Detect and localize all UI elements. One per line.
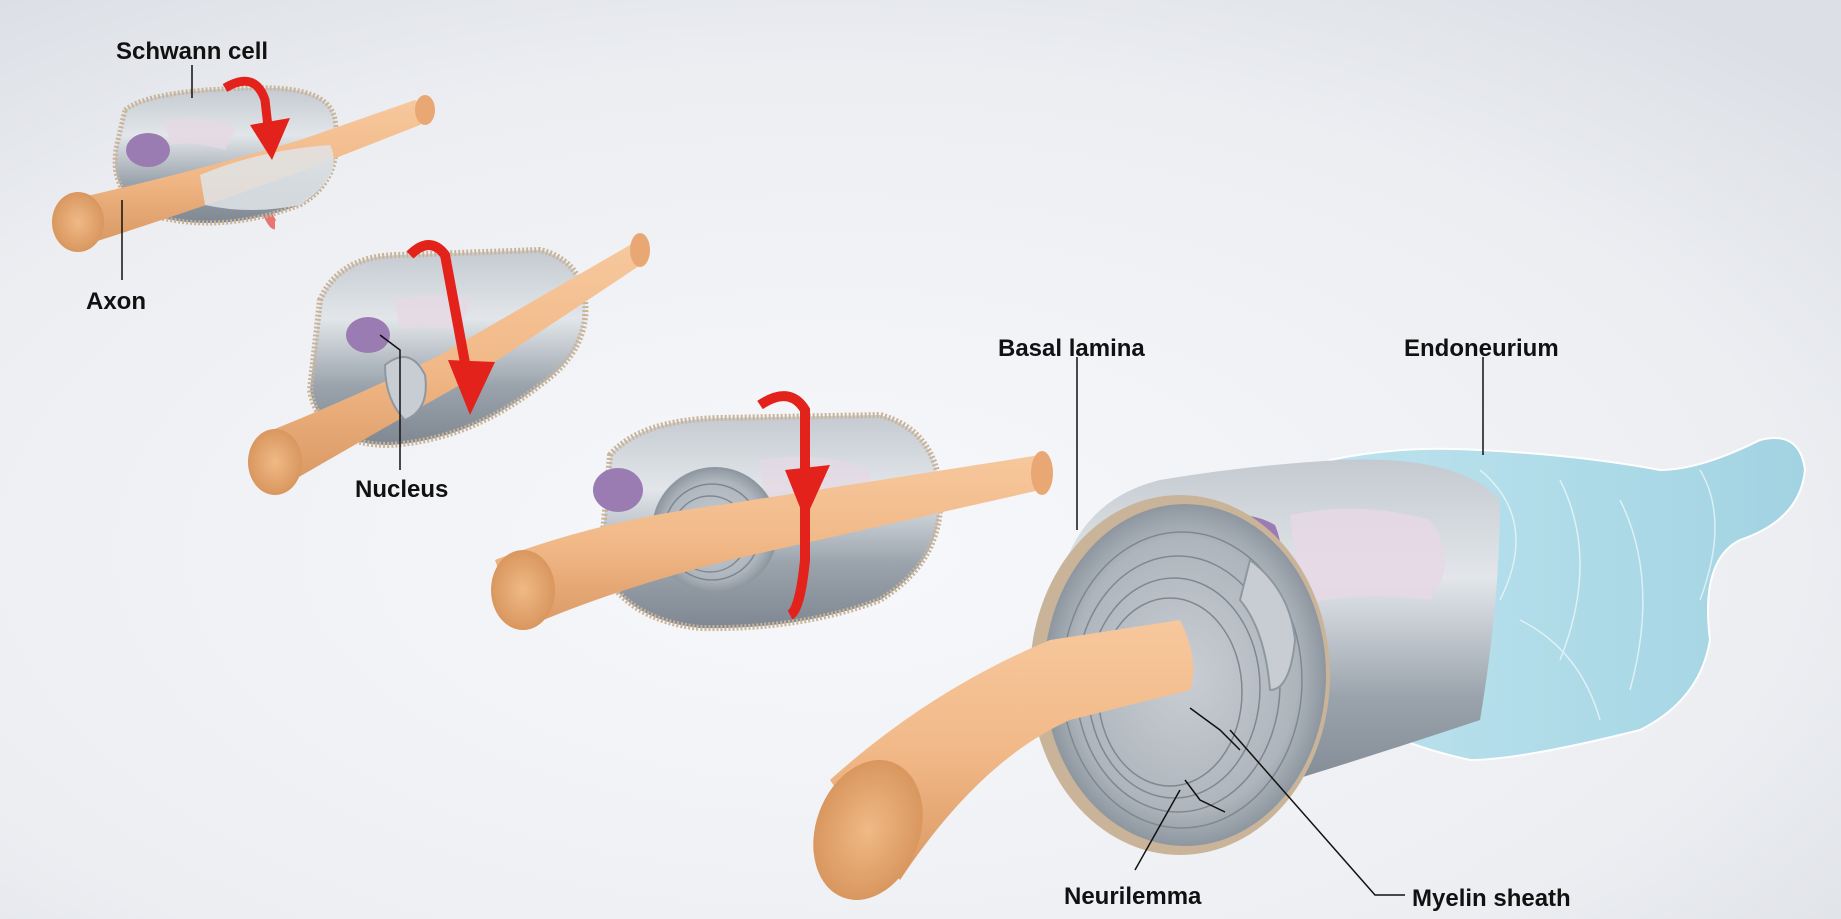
axon-cut-3 xyxy=(491,550,555,630)
label-neurilemma: Neurilemma xyxy=(1064,885,1201,909)
axon-cut-2 xyxy=(248,429,302,495)
axon-cut-1 xyxy=(52,192,104,252)
label-nucleus: Nucleus xyxy=(355,478,448,502)
cytoplasm xyxy=(1290,509,1445,605)
label-basal-lamina: Basal lamina xyxy=(998,337,1145,361)
axon-end-1 xyxy=(415,95,435,125)
axon-end-3 xyxy=(1031,451,1053,495)
label-axon: Axon xyxy=(86,290,146,314)
axon-end-2 xyxy=(630,233,650,267)
nucleus-1 xyxy=(126,133,170,167)
nucleus-3 xyxy=(593,468,643,512)
label-endoneurium: Endoneurium xyxy=(1404,337,1559,361)
label-schwann-cell: Schwann cell xyxy=(116,40,268,64)
label-myelin-sheath: Myelin sheath xyxy=(1412,887,1571,911)
nucleus-2 xyxy=(346,317,390,353)
